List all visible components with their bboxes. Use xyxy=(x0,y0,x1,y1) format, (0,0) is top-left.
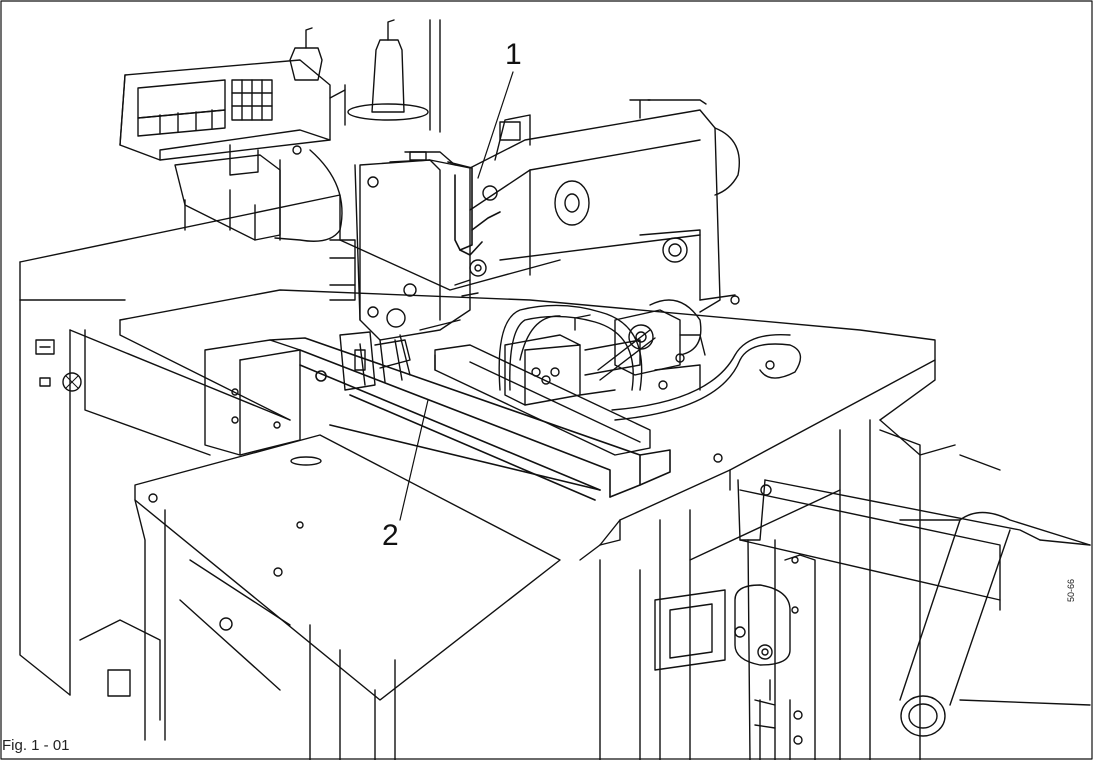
main-table-top xyxy=(119,289,936,561)
leader-lines xyxy=(399,71,514,521)
knee-lever-frame xyxy=(654,419,1091,760)
pneumatic-unit xyxy=(498,304,656,406)
sewing-head xyxy=(329,99,740,383)
table-legs xyxy=(599,419,921,760)
control-panel xyxy=(119,59,343,242)
drawing-code: 50-66 xyxy=(1066,578,1076,602)
callout-2: 2 xyxy=(382,519,399,552)
thread-stands xyxy=(289,19,441,133)
presser-block xyxy=(339,331,411,391)
left-cabinet xyxy=(19,299,291,721)
callout-1: 1 xyxy=(505,38,522,71)
perforated-plate xyxy=(434,344,651,456)
motor-hose-assembly xyxy=(611,294,802,421)
front-shelf xyxy=(134,434,561,760)
work-table-rear xyxy=(19,159,561,301)
rail-end-block xyxy=(204,339,301,456)
thread-guide xyxy=(447,161,501,256)
clamp-rail xyxy=(269,337,671,501)
figure-caption: Fig. 1 - 01 xyxy=(2,737,70,754)
